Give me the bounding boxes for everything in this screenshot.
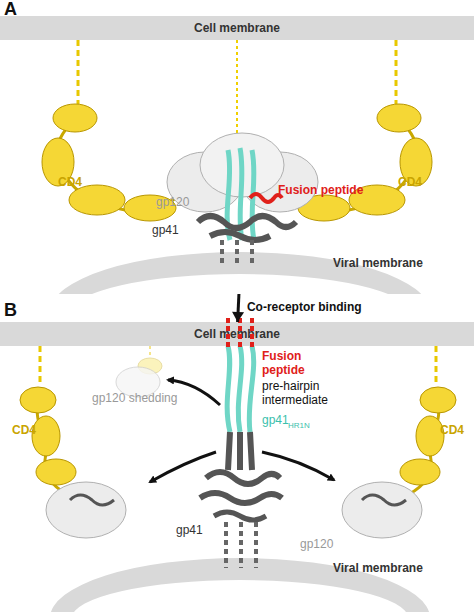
hr1-helix [249, 346, 254, 432]
protein-label: CD4 [440, 424, 464, 438]
gp41-coil [214, 512, 266, 520]
membrane-label: Viral membrane [333, 256, 423, 270]
cd4-domain [400, 459, 440, 485]
state-label: pre-hairpin intermediate [262, 380, 354, 408]
cd4-domain [53, 104, 97, 132]
fusion-peptide-insert [250, 318, 254, 348]
membrane-band: Cell membrane [0, 322, 474, 346]
hr1-helix [238, 346, 241, 432]
gp41-anchor [239, 522, 243, 568]
membrane-arc-band [50, 252, 430, 294]
cd4-domain [32, 416, 60, 456]
protein-label: CD4 [12, 424, 36, 438]
panel-letter: A [4, 0, 17, 20]
cd4-domain [36, 459, 76, 485]
cd4-domain [416, 416, 444, 456]
cd4-tether [149, 346, 151, 358]
membrane-band: Cell membrane [0, 16, 474, 40]
membrane-label: Cell membrane [0, 16, 474, 40]
cd4-tether [77, 40, 80, 104]
membrane-label: Viral membrane [333, 561, 423, 575]
gp41-anchor [250, 240, 254, 264]
membrane-label: Cell membrane [0, 322, 474, 346]
shedding-arrow [262, 452, 334, 480]
arrow-shaft [238, 294, 239, 322]
cd4-tether [39, 346, 42, 384]
gp41-coil [200, 493, 282, 503]
arrow-head [232, 312, 244, 322]
cd4-domain [420, 387, 456, 413]
membrane-arc: Viral membrane [50, 556, 430, 612]
cd4-domain [20, 387, 56, 413]
protein-label: gp41 [262, 414, 289, 428]
gp41-coil [198, 216, 296, 228]
protein-label: gp41 [152, 224, 179, 238]
membrane-arc-band [50, 558, 430, 612]
gp41-helix [228, 432, 252, 470]
cd4-tether [395, 40, 398, 104]
gp120-subunit [342, 482, 422, 538]
shedding-arrow [150, 452, 216, 482]
gp120-subunit [46, 482, 126, 538]
protein-label: gp120 [156, 196, 189, 210]
gp41-coil [206, 472, 280, 484]
gp120-core [70, 495, 114, 505]
panel-letter: B [4, 300, 17, 321]
protein-label: gp120 [300, 538, 333, 552]
fusion-peptide-insert [226, 318, 230, 348]
gp41-anchor [254, 522, 258, 568]
gp41-anchor [224, 522, 228, 568]
protein-label: gp41 [176, 524, 203, 538]
cd4-domain [377, 104, 421, 132]
fusion-peptide-coil [250, 194, 282, 202]
membrane-arc: Viral membrane [50, 250, 430, 294]
protein-label: CD4 [398, 176, 422, 190]
protein-label: CD4 [58, 176, 82, 190]
subscript-label: HR1N [288, 421, 310, 430]
cd4-domain [69, 185, 125, 215]
gp41-coil [210, 232, 270, 240]
protein-label: Fusion peptide [278, 184, 363, 198]
cd4-tether [435, 346, 438, 384]
fusion-peptide-insert [238, 318, 242, 348]
gp41-anchor [235, 240, 239, 264]
process-label: gp120 shedding [92, 392, 177, 406]
arrow-label: Co-receptor binding [247, 301, 362, 315]
hr1-helix [227, 346, 230, 432]
gp120-core [362, 495, 406, 505]
gp41-anchor [220, 240, 224, 264]
process-arrow [232, 294, 244, 322]
protein-label: Fusion peptide [262, 350, 322, 378]
